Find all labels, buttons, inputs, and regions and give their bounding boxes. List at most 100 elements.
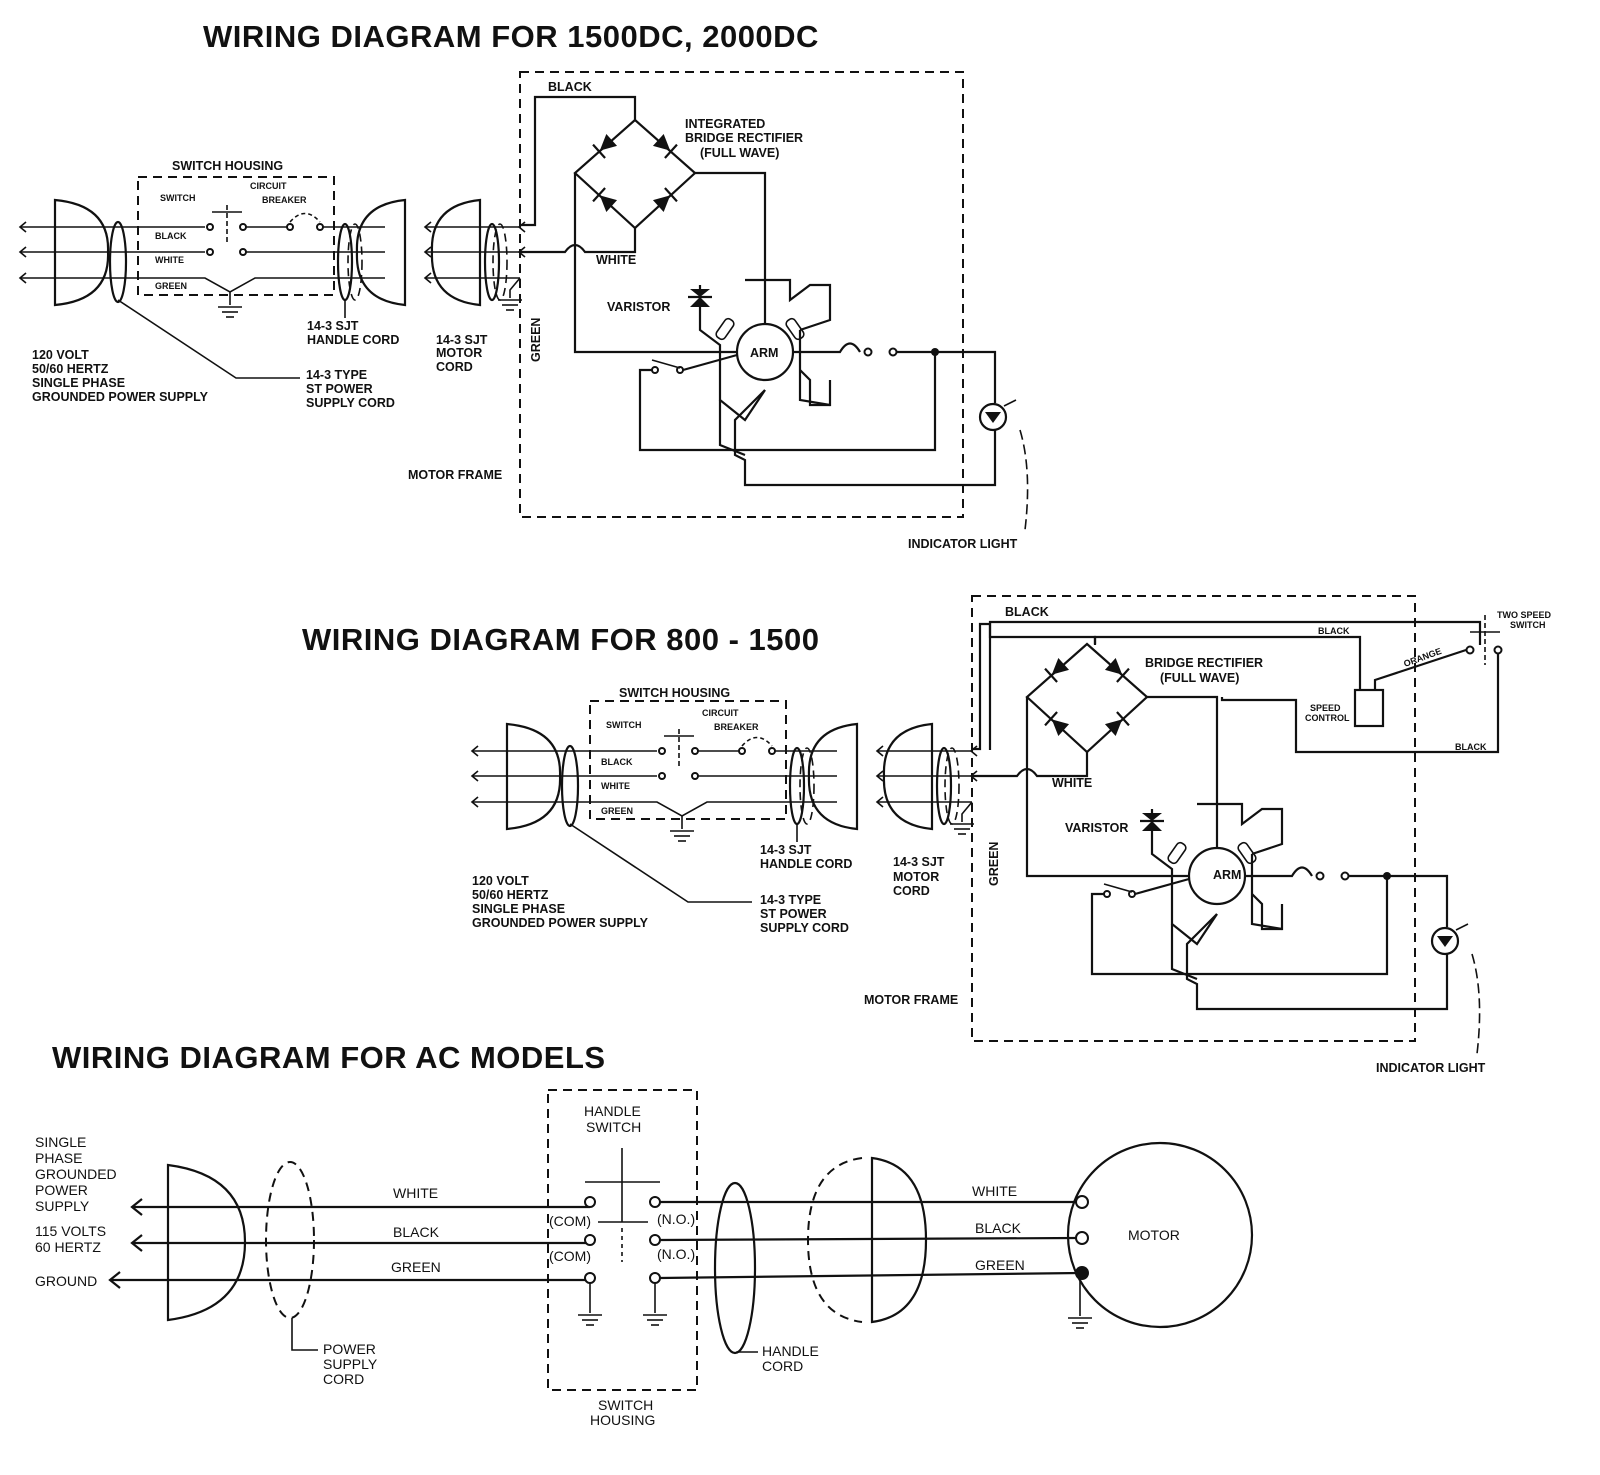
label-white: WHITE: [596, 253, 636, 267]
label-motor-cord: 14-3 SJT: [436, 333, 488, 347]
label-breaker: CIRCUIT: [250, 181, 287, 191]
circuit-breaker-icon: [286, 212, 385, 279]
bridge-rectifier: [1025, 642, 1149, 754]
indicator-light-icon: [978, 399, 1017, 432]
label-varistor: VARISTOR: [1065, 821, 1128, 835]
varistor-icon: [1140, 813, 1164, 831]
label-handle-cord: 14-3 SJT: [760, 843, 812, 857]
label-switch-housing: SWITCH HOUSING: [172, 159, 283, 173]
label-handle-cord: 14-3 SJT: [307, 319, 359, 333]
ground-icon: [949, 823, 975, 835]
motor-cord-sheath: [483, 222, 501, 302]
switch-housing: [589, 700, 787, 820]
handle-plug: [355, 198, 407, 307]
label-green: GREEN: [529, 318, 543, 362]
label-power-supply: 50/60 HERTZ: [32, 362, 109, 376]
label-black: BLACK: [548, 80, 592, 94]
label-com: (COM): [549, 1213, 591, 1229]
label-breaker: CIRCUIT: [702, 708, 739, 718]
label-motor-cord: MOTOR: [893, 870, 939, 884]
motor-icon: [1066, 1141, 1254, 1329]
label-no: (N.O.): [657, 1246, 695, 1262]
label-no: (N.O.): [657, 1211, 695, 1227]
ac-labels: SINGLE PHASE GROUNDED POWER SUPPLY 115 V…: [35, 1103, 1180, 1428]
label-power-cord: SUPPLY CORD: [306, 396, 395, 410]
label-wire-white: WHITE: [601, 781, 630, 791]
label-supply: PHASE: [35, 1150, 82, 1166]
switch-icon: [206, 205, 330, 256]
label-switch-housing: SWITCH: [598, 1397, 653, 1413]
label-green: GREEN: [391, 1259, 441, 1275]
switch-icon: [658, 729, 782, 780]
label-power-supply: GROUNDED POWER SUPPLY: [472, 916, 649, 930]
armature-icon: [1150, 802, 1284, 981]
handle-cord: [713, 1181, 757, 1355]
label-power-supply-cord: POWER: [323, 1341, 376, 1357]
label-wire-black: BLACK: [155, 231, 187, 241]
label-com: (COM): [549, 1248, 591, 1264]
label-handle-switch: SWITCH: [586, 1119, 641, 1135]
diagram-ac-title: WIRING DIAGRAM FOR AC MODELS: [52, 1040, 606, 1075]
label-power-supply: GROUNDED POWER SUPPLY: [32, 390, 209, 404]
label-ground: GROUND: [35, 1273, 97, 1289]
label-motor-cord: MOTOR: [436, 346, 482, 360]
diagram-1-labels: BLACK INTEGRATED BRIDGE RECTIFIER (FULL …: [32, 80, 1018, 551]
label-wire-black: BLACK: [601, 757, 633, 767]
diagram-2-title: WIRING DIAGRAM FOR 800 - 1500: [302, 622, 819, 657]
motor-enclosure: [971, 595, 1416, 1042]
label-handle-cord: HANDLE: [762, 1343, 819, 1359]
label-green: GREEN: [975, 1257, 1025, 1273]
label-power-supply: SINGLE PHASE: [472, 902, 565, 916]
label-wire-white: WHITE: [155, 255, 184, 265]
label-rectifier: INTEGRATED: [685, 117, 765, 131]
label-motor: MOTOR: [1128, 1227, 1180, 1243]
label-rectifier: BRIDGE RECTIFIER: [685, 131, 803, 145]
label-black: BLACK: [975, 1220, 1022, 1236]
label-power-supply: 120 VOLT: [32, 348, 89, 362]
label-breaker: BREAKER: [262, 195, 307, 205]
label-power-cord: 14-3 TYPE: [760, 893, 821, 907]
label-handle-cord: HANDLE CORD: [760, 857, 852, 871]
varistor-icon: [688, 289, 712, 307]
label-supply: GROUNDED: [35, 1166, 117, 1182]
label-white: WHITE: [972, 1183, 1017, 1199]
label-handle-cord: CORD: [762, 1358, 803, 1374]
label-motor-cord: CORD: [436, 360, 473, 374]
motor-cord-sheath: [935, 746, 953, 826]
dc-circuit-2: [470, 595, 1481, 1055]
label-motor-frame: MOTOR FRAME: [864, 993, 958, 1007]
label-power-cord: ST POWER: [760, 907, 827, 921]
label-two-speed-switch: TWO SPEED: [1497, 610, 1552, 620]
two-speed-section: [988, 615, 1503, 754]
circuit-breaker-icon: [738, 736, 837, 803]
label-motor-frame: MOTOR FRAME: [408, 468, 502, 482]
label-green: GREEN: [987, 842, 1001, 886]
switch-housing: [137, 176, 335, 296]
label-supply: SUPPLY: [35, 1198, 90, 1214]
label-supply: POWER: [35, 1182, 88, 1198]
label-rectifier: BRIDGE RECTIFIER: [1145, 656, 1263, 670]
ground-icon: [669, 830, 695, 842]
label-power-supply: 120 VOLT: [472, 874, 529, 888]
label-handle-cord: HANDLE CORD: [307, 333, 399, 347]
indicator-light-icon: [1430, 923, 1469, 956]
label-switch: SWITCH: [606, 720, 642, 730]
ground-icon: [217, 306, 243, 318]
label-power-supply-cord: CORD: [323, 1371, 364, 1387]
label-power-cord: SUPPLY CORD: [760, 921, 849, 935]
label-indicator-light: INDICATOR LIGHT: [908, 537, 1018, 551]
plug-half: [806, 1157, 863, 1323]
label-power-cord: ST POWER: [306, 382, 373, 396]
label-switch-housing: SWITCH HOUSING: [619, 686, 730, 700]
label-black: BLACK: [1455, 742, 1487, 752]
power-cord-sheath: [560, 744, 580, 828]
label-breaker: BREAKER: [714, 722, 759, 732]
handle-plug: [807, 722, 859, 831]
label-black: BLACK: [393, 1224, 440, 1240]
label-voltage: 115 VOLTS: [35, 1223, 106, 1239]
dc-circuit: [18, 71, 1029, 531]
label-supply: SINGLE: [35, 1134, 86, 1150]
bridge-rectifier: [573, 118, 697, 230]
label-arm: ARM: [750, 346, 778, 360]
